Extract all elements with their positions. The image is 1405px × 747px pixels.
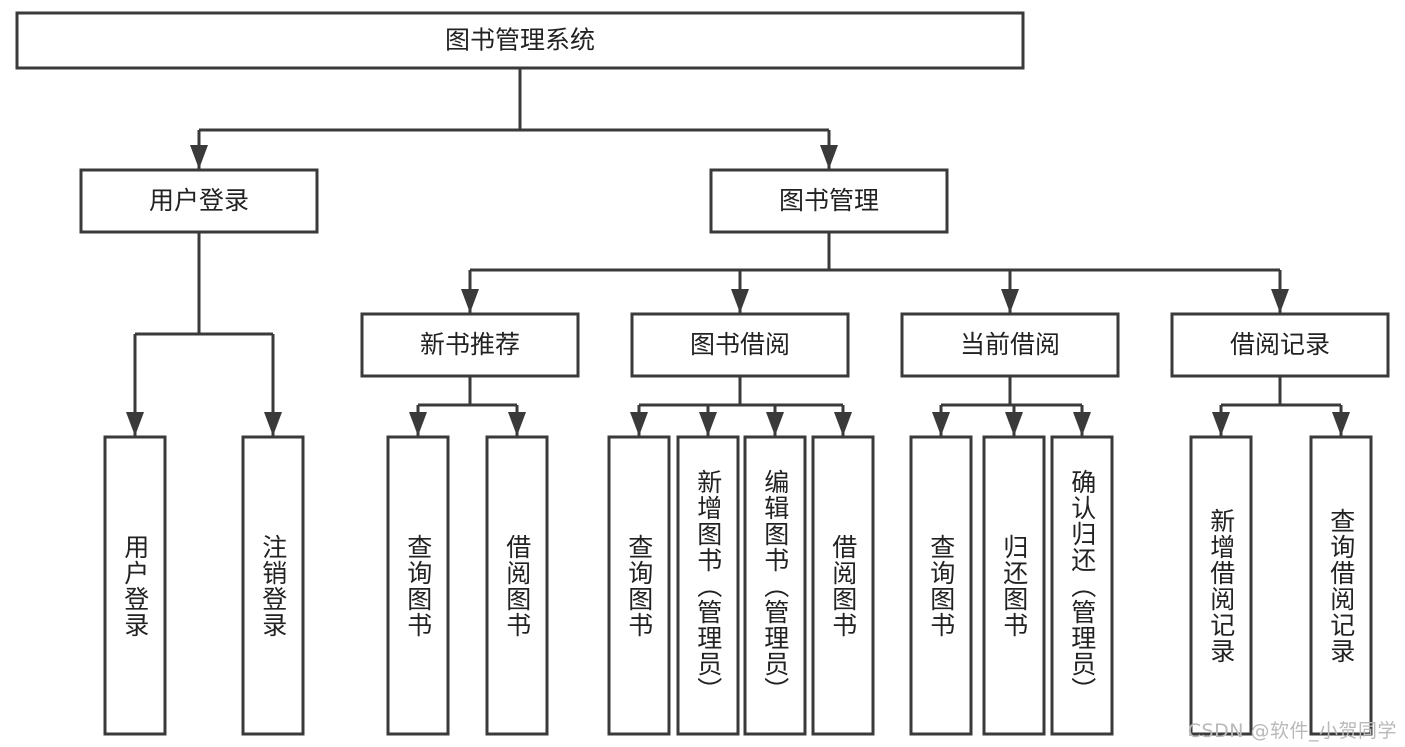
connector-layer [126,68,1350,436]
leaf-node-label: 借阅图书 [502,533,532,638]
arrow-head-icon [820,145,838,169]
leaf-node-label: 借阅图书 [828,533,858,638]
level2-node-label: 用户登录 [149,186,249,215]
leaf-node-label: 新增借阅记录 [1206,507,1236,664]
level2-node-label: 图书管理 [779,186,879,215]
leaf-node-label: 查询图书 [403,533,433,638]
watermark-text: CSDN @软件_小贺同学 [1187,720,1397,742]
leaf-node-box [241,435,305,736]
arrow-head-icon [834,412,852,436]
leaf-node-box [1189,435,1253,736]
level3-node-box [900,312,1120,378]
leaf-node-box [1309,435,1373,736]
leaf-node-label: 新增图书（管理员） [693,468,723,703]
root-node-box [15,11,1025,70]
level2-node-box [709,168,949,234]
leaf-node-label: 查询借阅记录 [1326,507,1356,664]
arrow-head-icon [409,412,427,436]
arrow-head-icon [1212,412,1230,436]
arrow-head-icon [264,412,282,436]
arrow-head-icon [1001,289,1019,313]
leaf-node-box [982,435,1046,736]
arrow-head-icon [1073,412,1091,436]
leaf-node-box [909,435,973,736]
level3-node-label: 借阅记录 [1230,330,1330,359]
level2-node-box [79,168,319,234]
leaf-node-label: 用户登录 [120,533,150,638]
leaf-node-label: 编辑图书（管理员） [760,468,790,703]
leaf-node-label: 归还图书 [999,533,1029,638]
arrow-head-icon [508,412,526,436]
arrow-head-icon [731,289,749,313]
leaf-node-box [743,435,807,736]
root-node-label: 图书管理系统 [445,26,595,55]
leaf-node-label: 确认归还（管理员） [1067,468,1097,703]
arrow-head-icon [126,412,144,436]
leaf-node-box [485,435,549,736]
arrow-head-icon [1005,412,1023,436]
leaf-node-label: 注销登录 [258,533,288,638]
leaf-node-box [1050,435,1114,736]
level3-node-box [1170,312,1390,378]
arrow-head-icon [699,412,717,436]
node-box-layer [15,11,1390,736]
arrow-head-icon [766,412,784,436]
level3-node-label: 当前借阅 [960,330,1060,359]
arrow-head-icon [932,412,950,436]
arrow-head-icon [1332,412,1350,436]
level3-node-box [360,312,580,378]
arrow-head-icon [1271,289,1289,313]
leaf-node-box [811,435,875,736]
leaf-node-box [676,435,740,736]
arrow-head-icon [630,412,648,436]
level3-node-label: 新书推荐 [420,330,520,359]
leaf-node-label: 查询图书 [926,533,956,638]
level3-node-label: 图书借阅 [690,330,790,359]
leaf-node-box [103,435,167,736]
leaf-node-label: 查询图书 [624,533,654,638]
arrow-head-icon [190,145,208,169]
level3-node-box [630,312,850,378]
leaf-node-box [607,435,671,736]
leaf-node-box [386,435,450,736]
arrow-head-icon [461,289,479,313]
